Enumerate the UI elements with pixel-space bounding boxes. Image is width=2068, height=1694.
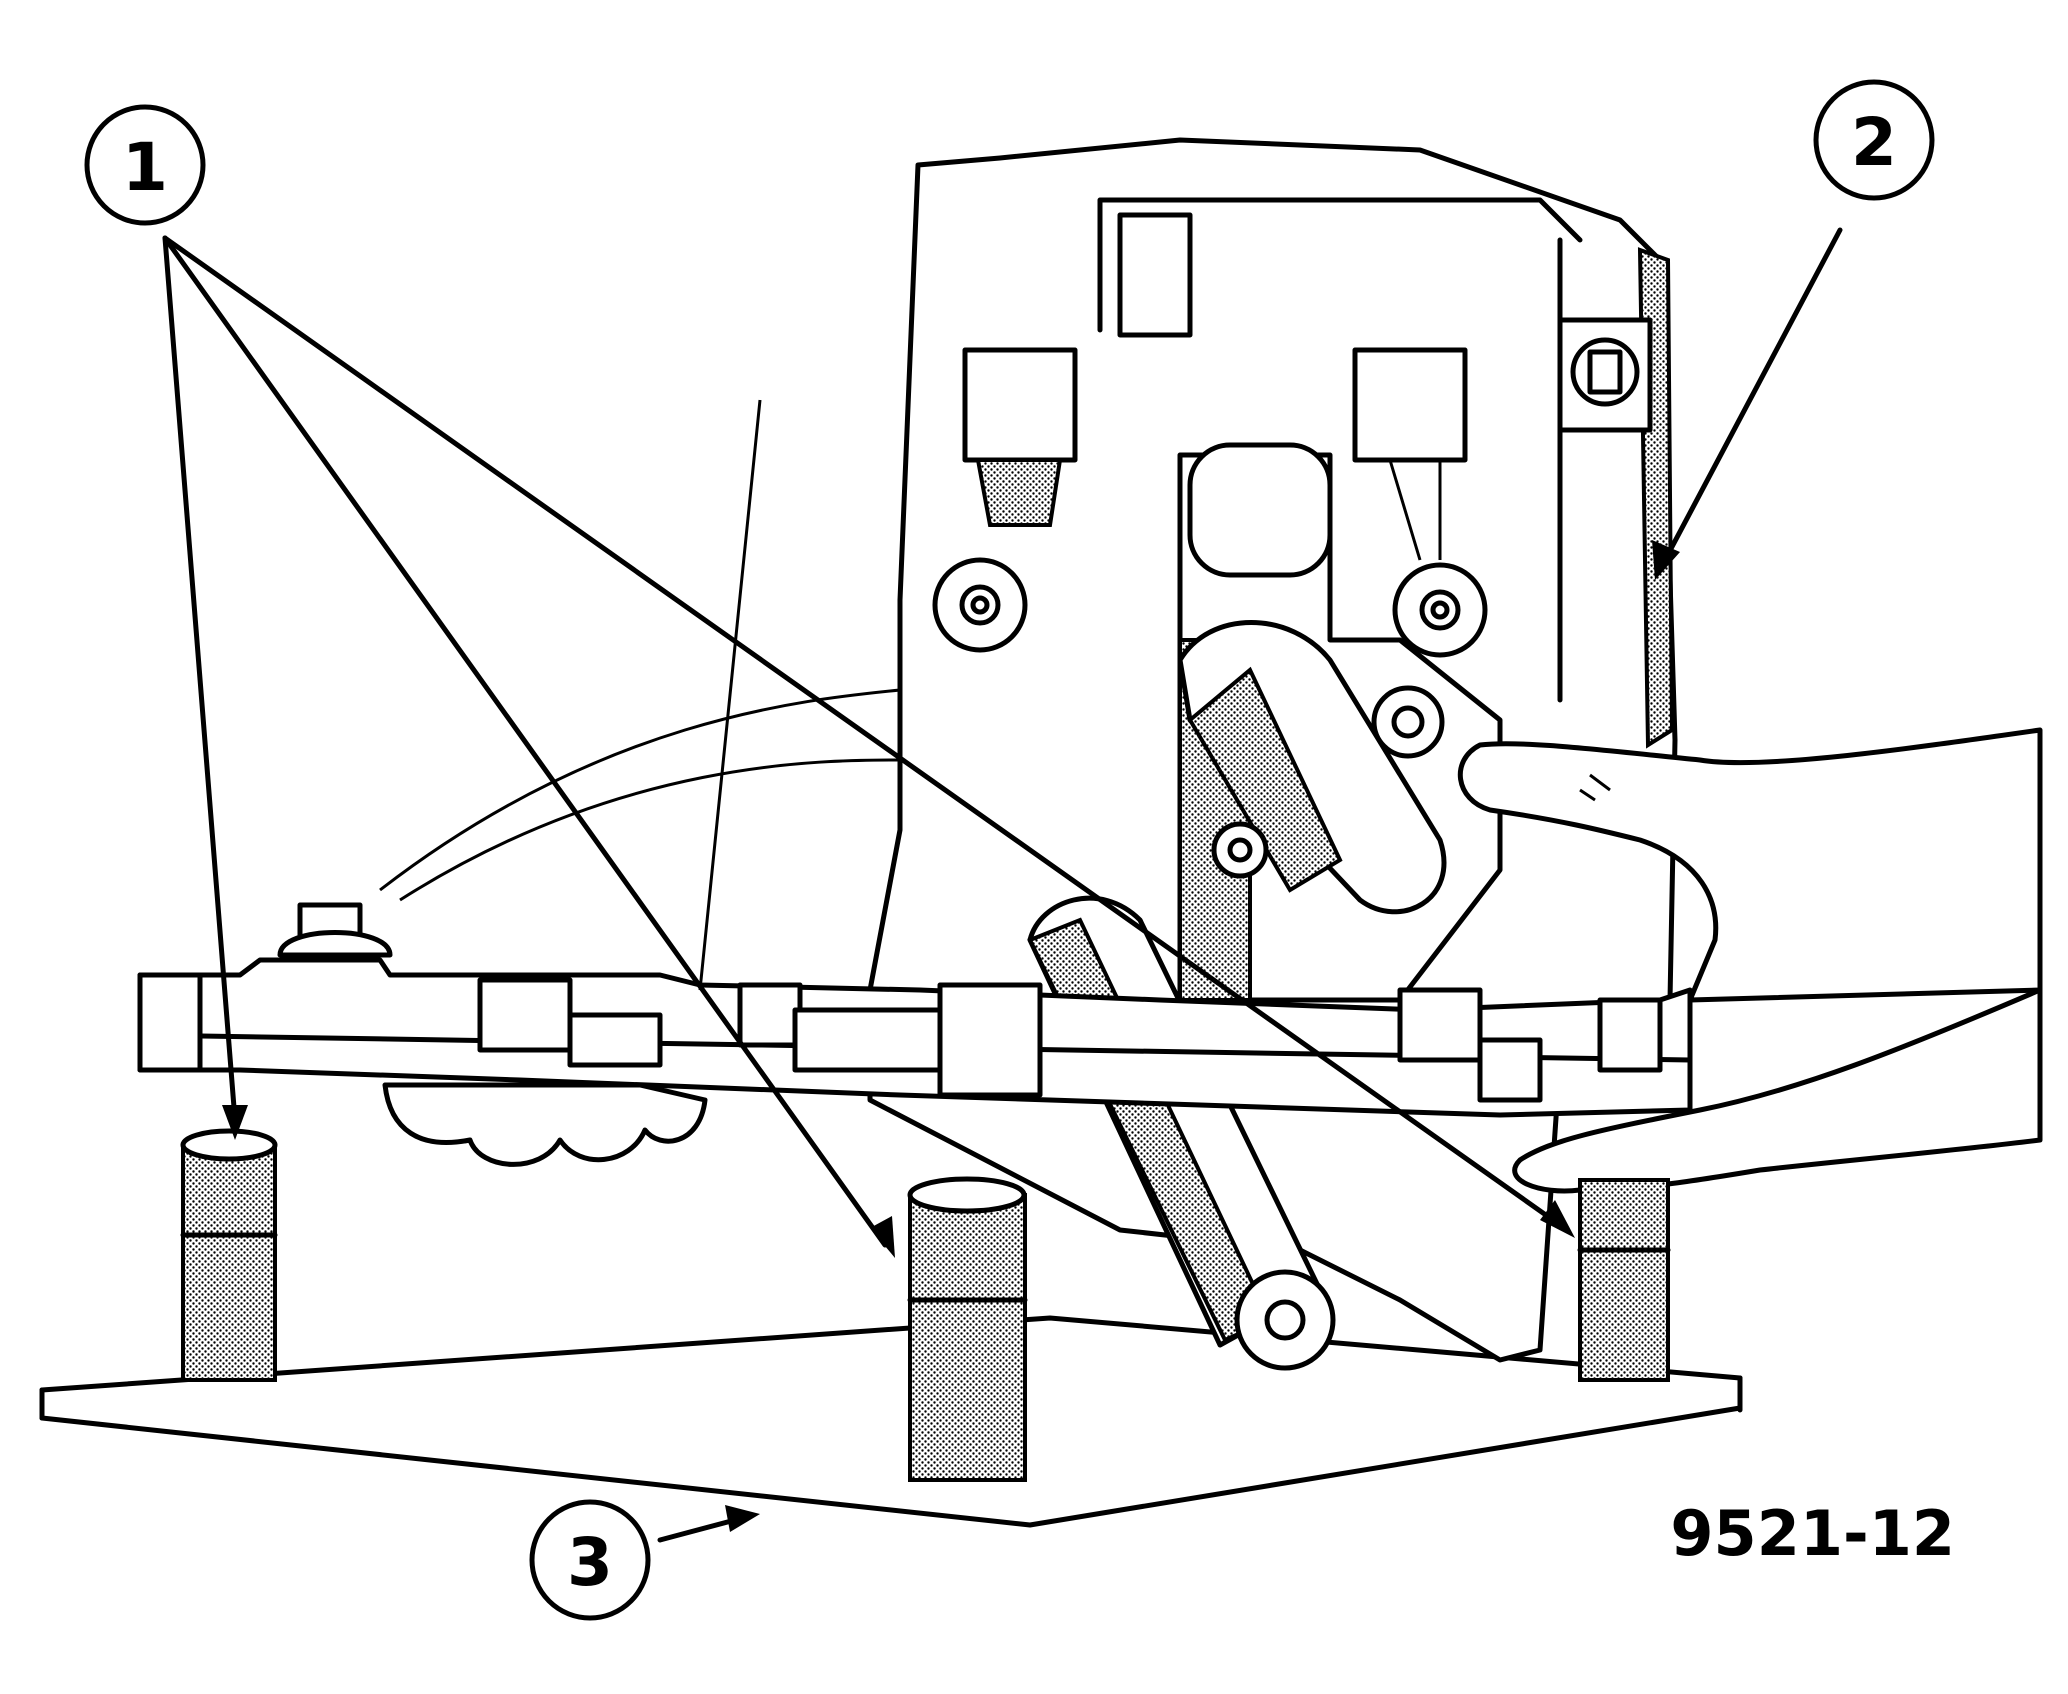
central-body [1177,442,1503,1003]
support-post-right [1577,1178,1671,1382]
callout-1: 1 [84,104,206,226]
left-hand [382,1082,708,1167]
right-solenoid [1352,347,1488,658]
callout-3-leader [657,1505,760,1543]
callout-3: 3 [529,1499,651,1621]
support-post-center [907,1176,1028,1482]
callout-1-leaders [162,235,1575,1258]
left-solenoid [932,347,1078,653]
callout-2-leader [1652,227,1843,580]
support-post-left [180,1128,278,1382]
callout-2: 2 [1813,79,1935,201]
valve-body [137,399,1693,1118]
base-plate [39,1315,1743,1528]
callout-1-number: 1 [122,129,168,206]
callout-3-number: 3 [567,1524,613,1601]
callout-2-number: 2 [1851,104,1897,181]
figure-id-label: 9521-12 [1670,1497,1955,1570]
right-hand [1457,727,2043,1194]
